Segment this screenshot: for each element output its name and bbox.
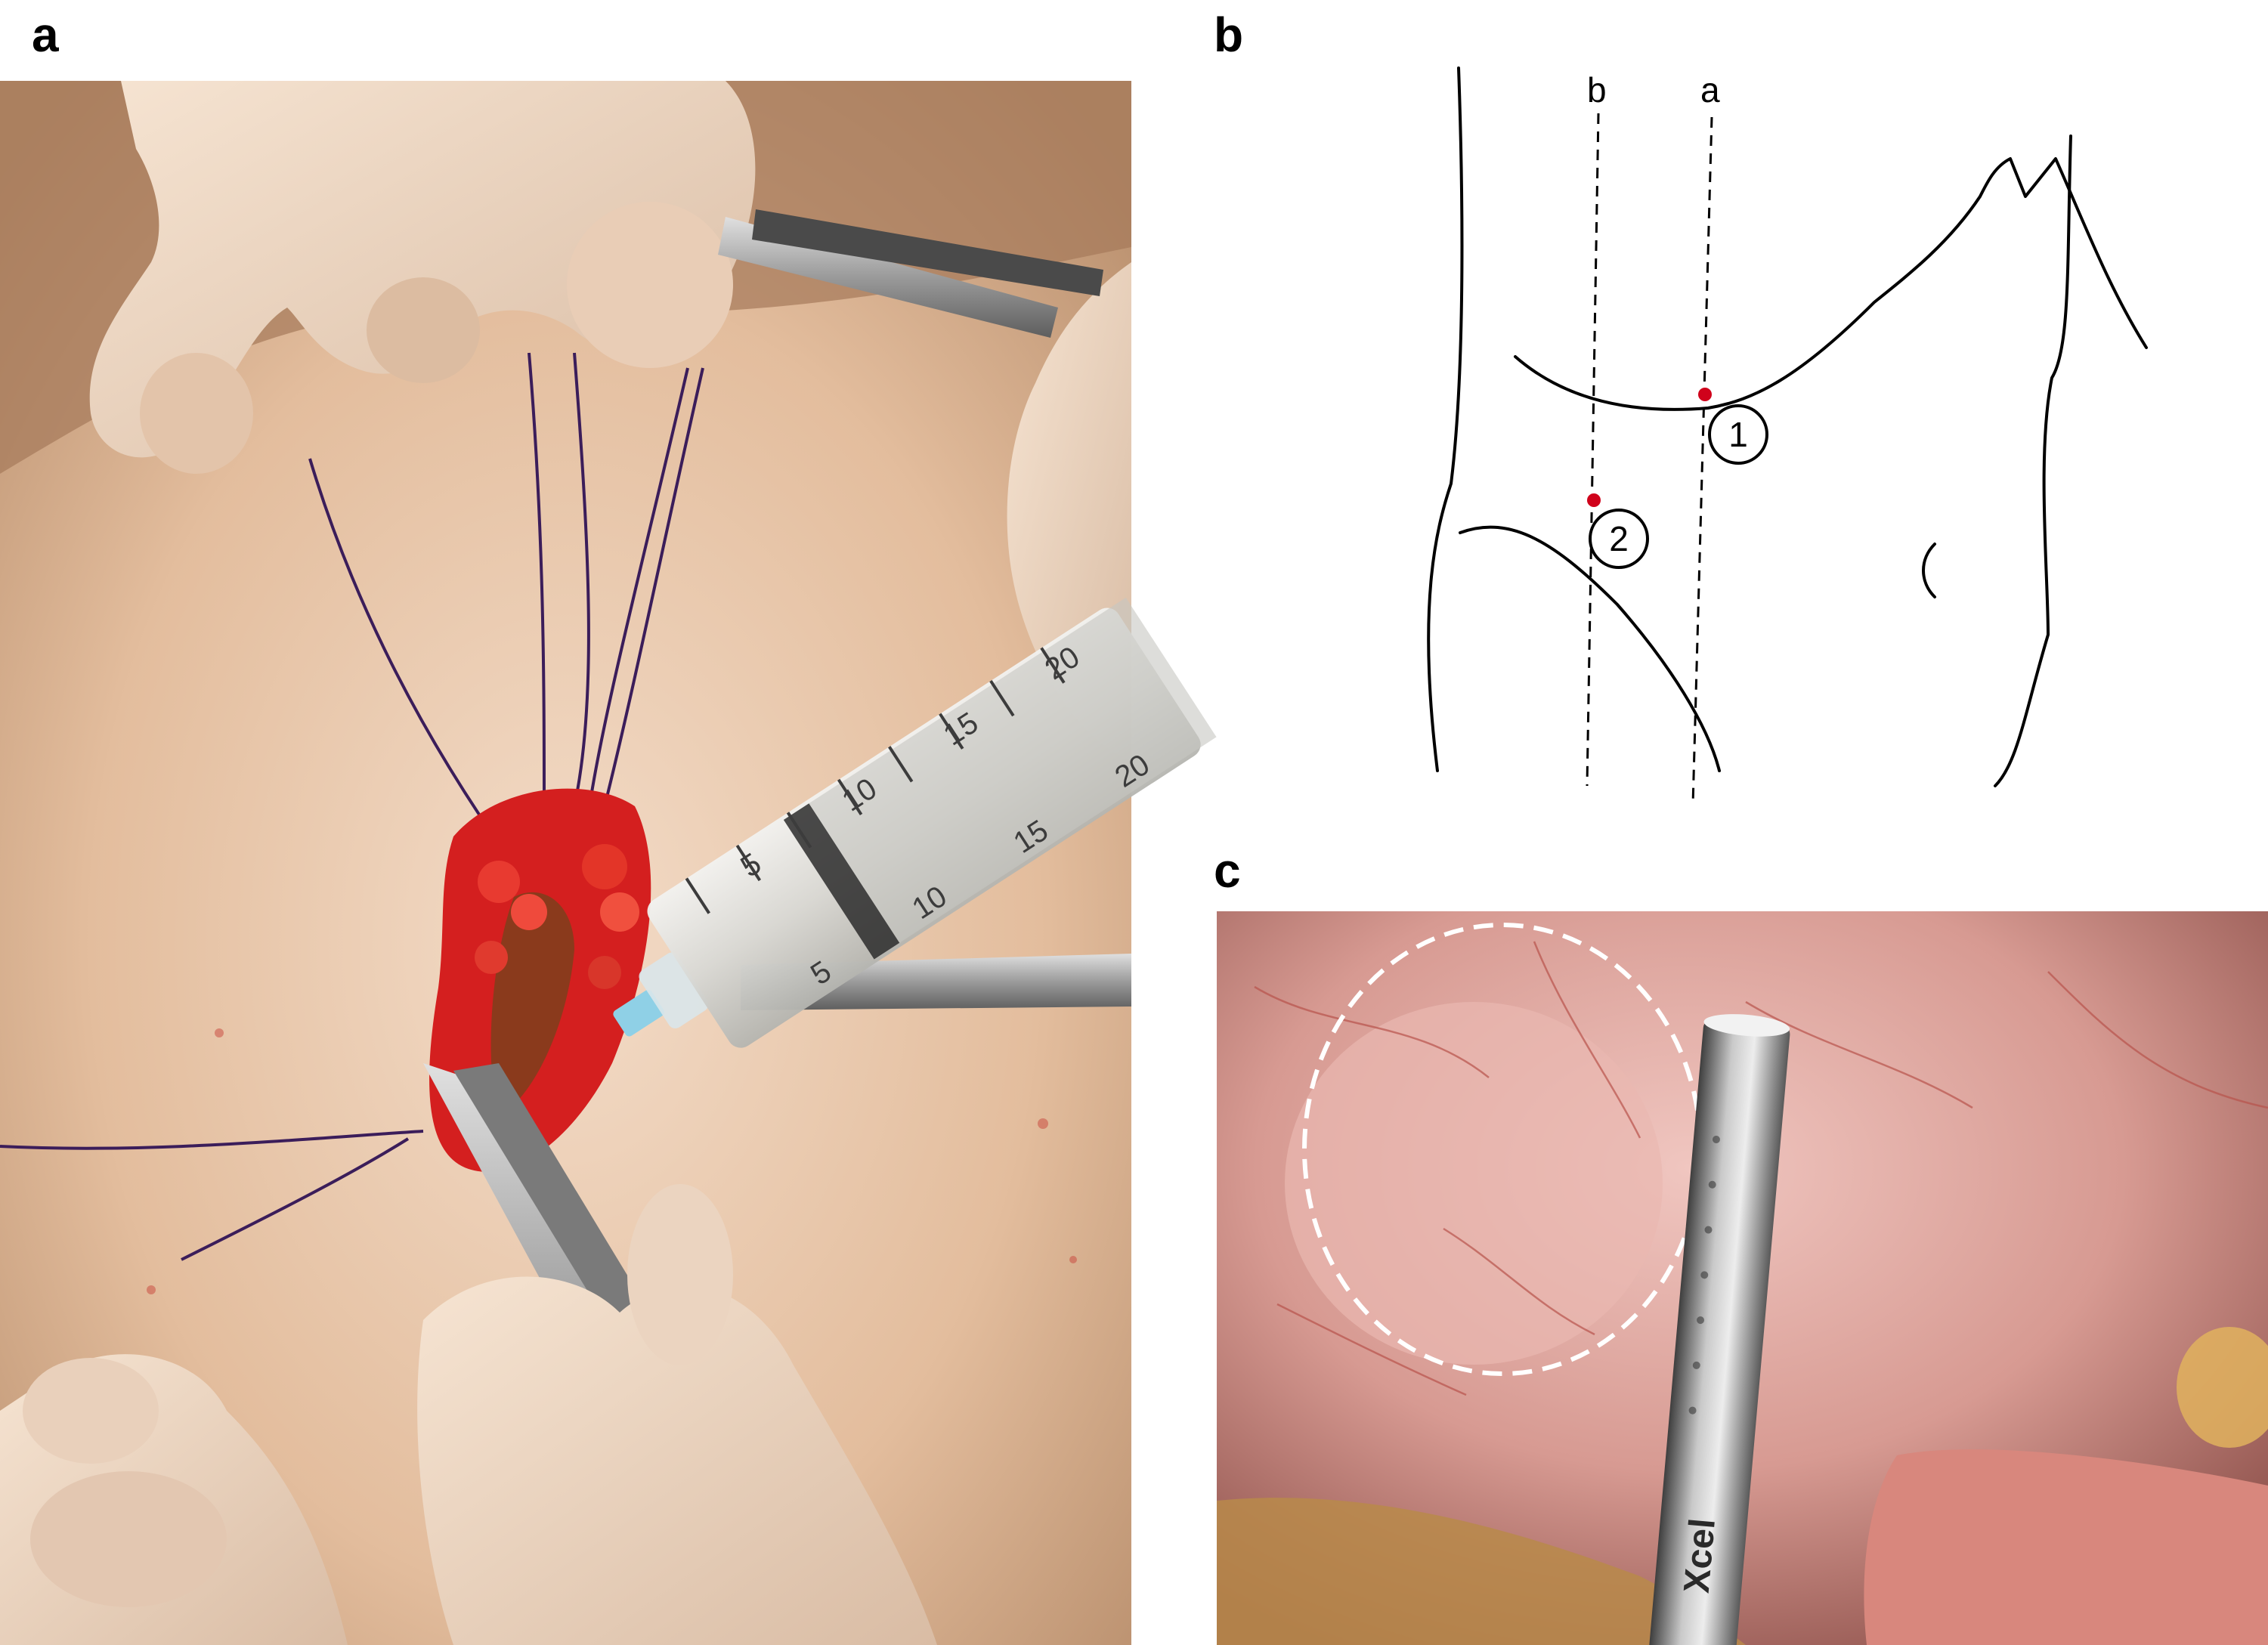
panel-label-c: c [1214,843,1241,898]
laparoscopic-illustration: Xcel [1217,911,2268,1645]
incision-point-1 [1698,388,1712,401]
blood-specks [147,1028,1077,1294]
panel-label-b: b [1214,8,1244,62]
abdomen-schematic-panel-b: b a 1 2 [1421,60,2177,809]
dashed-line-b [1586,113,1600,787]
abdomen-schematic: b a 1 2 [1427,66,2148,805]
line-label-b: b [1587,70,1607,110]
fatty-tissue [1217,1498,1746,1645]
body-outline-right [1994,135,2072,787]
trocar-brand-text: Xcel [1677,1517,1723,1594]
surgical-photo-illustration: 5 10 15 20 5 10 15 20 [0,81,1217,1645]
point-marker-circle-1 [1708,404,1768,465]
syringe: 5 10 15 20 5 10 15 20 [613,597,1217,1048]
suture-threads [0,352,704,1645]
clamp-instrument [718,209,1103,338]
navel-mark [1922,543,1936,598]
point-marker-label-2: 2 [1609,519,1629,558]
iliac-line [1459,525,1721,772]
trocar-instrument: Xcel [1648,1014,1790,1645]
upper-glove-hand [89,81,756,474]
blood-vessels [1254,941,2268,1396]
point-marker-label-1: 1 [1728,415,1748,454]
bowel-loop [1864,1449,2268,1645]
incision-point-2 [1587,493,1601,507]
line-label-a: a [1700,70,1720,110]
laparoscopic-photo-panel-c: Xcel [1217,911,2268,1645]
body-outline-left [1427,66,1464,772]
panel-label-a: a [32,8,59,62]
lower-glove-hands [0,1184,937,1645]
hernia-bulge [1285,1002,1663,1365]
dashed-line-a [1691,116,1713,805]
point-marker-circle-2 [1589,509,1649,569]
surgical-photo-panel-a: 5 10 15 20 5 10 15 20 [0,81,1217,1645]
costal-margin [1514,157,2148,411]
